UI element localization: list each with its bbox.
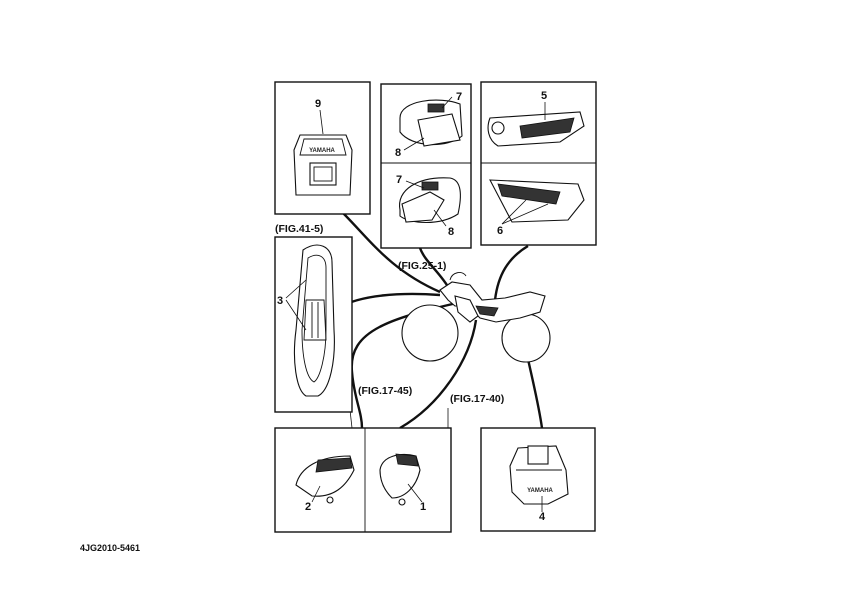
seat-decal [303,299,327,341]
shroud-right-bolt [398,498,406,506]
callout-3-leader-b [285,299,307,331]
callout-8b-leader [433,209,447,227]
headlight-brand-label: YAMAHA [309,148,335,154]
box-headlight: YAMAHA 9 [274,81,371,215]
callout-3-leader-a [285,279,307,299]
callout-9: 9 [315,98,321,110]
rear-wheel [501,313,551,363]
callout-1: 1 [420,501,426,513]
callout-6-leader-a [501,199,527,225]
rear-fender-brand-label: YAMAHA [527,488,553,494]
headlight-lens-inner [313,166,333,182]
headlight-top-panel [299,138,347,156]
callout-8a: 8 [395,147,401,159]
shroud-left-bolt [326,496,334,504]
motorcycle-handlebar [449,272,467,281]
tank-emblem-left [427,103,445,113]
figref-41-5: (FIG.41-5) [275,223,323,235]
callout-8b: 8 [448,226,454,238]
tank-decal-right [401,191,445,223]
headlight-lens [309,162,337,186]
seat-outline [293,244,335,397]
connector-sidecover-to-bike [493,244,529,301]
callout-7b-leader [405,180,425,189]
callout-6: 6 [497,225,503,237]
motorcycle-fork [454,295,479,323]
figref-17-40: (FIG.17-40) [450,393,504,405]
box-side-covers: 5 6 [480,81,597,246]
connector-right-shroud-to-bike [399,319,478,430]
callout-9-leader [319,109,324,135]
front-wheel [401,304,459,362]
callout-7b: 7 [396,174,402,186]
side-cover-left-hole [491,121,505,135]
figref-17-45: (FIG.17-45) [358,385,412,397]
seat-top-panel [301,254,327,383]
callout-3: 3 [277,295,283,307]
box-fuel-tank: 7 8 7 8 [380,83,472,249]
connector-headlight-to-bike [341,211,441,294]
rear-fender [509,445,569,505]
shroud-right-stripe [395,453,419,467]
side-cover-decal-right [497,183,561,205]
callout-2-leader [311,485,321,503]
tank-emblem-right [421,181,439,191]
figref-17-45-leader [349,409,353,429]
callout-2: 2 [305,501,311,513]
callout-8a-leader [403,137,425,151]
callout-7a: 7 [456,91,462,103]
rear-fender-tab [527,445,549,465]
tank-decal-left [417,113,461,147]
callout-6-leader-b [501,203,549,225]
shroud-left-stripe [315,457,353,473]
box-seat: 3 [274,236,353,413]
callout-7a-leader [441,96,453,109]
drawing-code: 4JG2010-5461 [80,543,140,553]
callout-5: 5 [541,90,547,102]
motorcycle-side-decal [475,305,499,317]
side-cover-decal-left [519,117,575,139]
box-rear-fender: YAMAHA 4 [480,427,596,532]
motorcycle-sketch [401,272,551,363]
callout-1-leader [407,483,423,503]
figref-25-1: (FIG.25-1) [398,260,446,272]
box-shrouds: 2 1 [274,427,452,533]
callout-4: 4 [539,511,546,523]
